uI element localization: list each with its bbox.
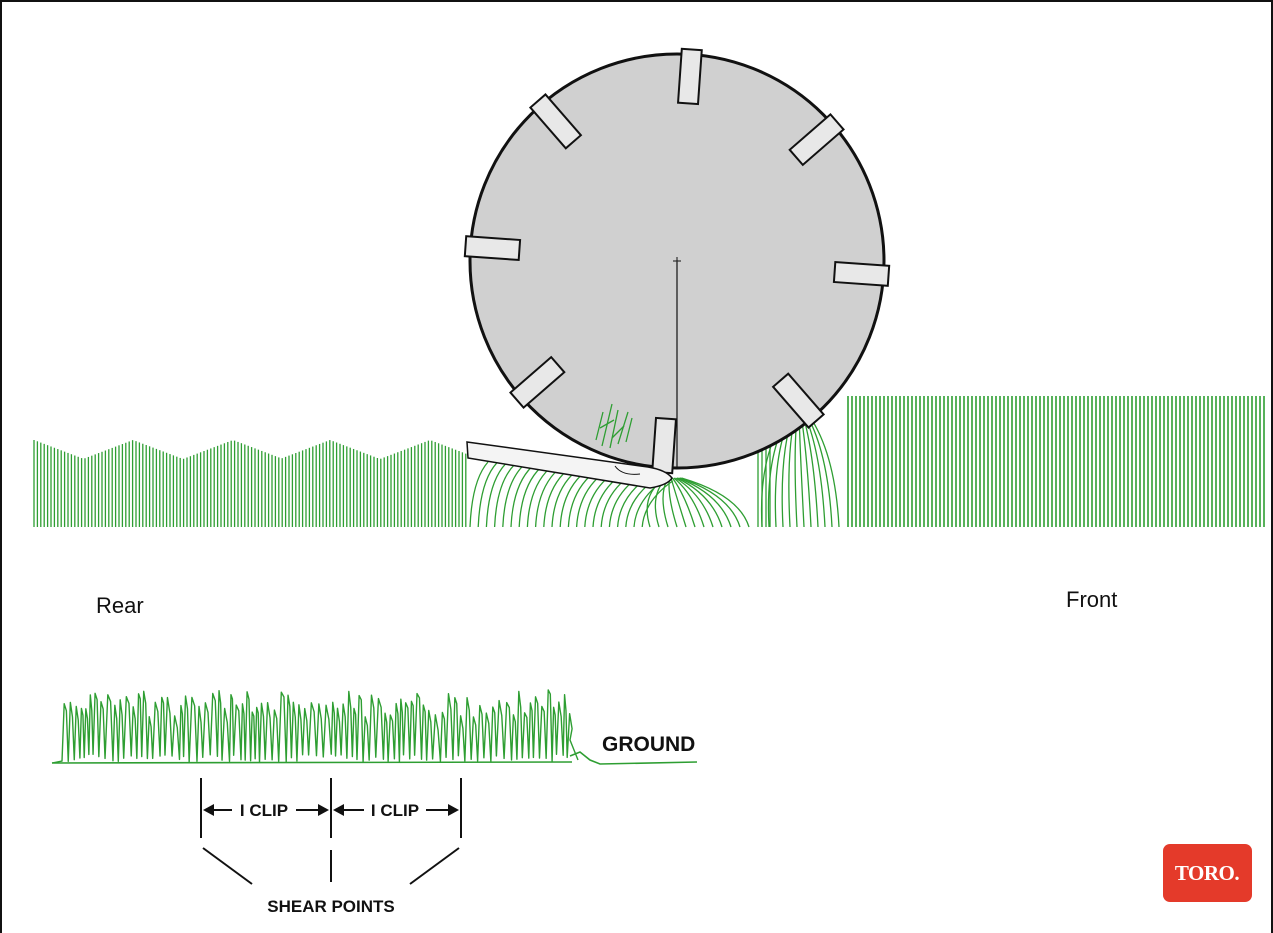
bedknife [466,441,673,489]
rear-cut-grass [33,440,467,527]
ground-label: GROUND [602,733,695,756]
ground-line [569,751,698,765]
dimension-arrowheads [203,804,459,816]
clipped-turf-profile [51,689,579,764]
clip-label-2: I CLIP [371,801,419,820]
shear-points-label: SHEAR POINTS [267,897,395,916]
front-uncut-grass [847,396,1265,527]
toro-logo-text: TORO. [1175,861,1239,885]
grass-clippings [595,403,633,449]
reel-cylinder [463,47,891,475]
reel-blades [463,47,891,475]
clip-label-1: I CLIP [240,801,288,820]
front-label: Front [1066,587,1117,612]
rear-label: Rear [96,593,144,618]
toro-logo: TORO. [1163,844,1252,902]
clip-dimensions [200,778,462,885]
